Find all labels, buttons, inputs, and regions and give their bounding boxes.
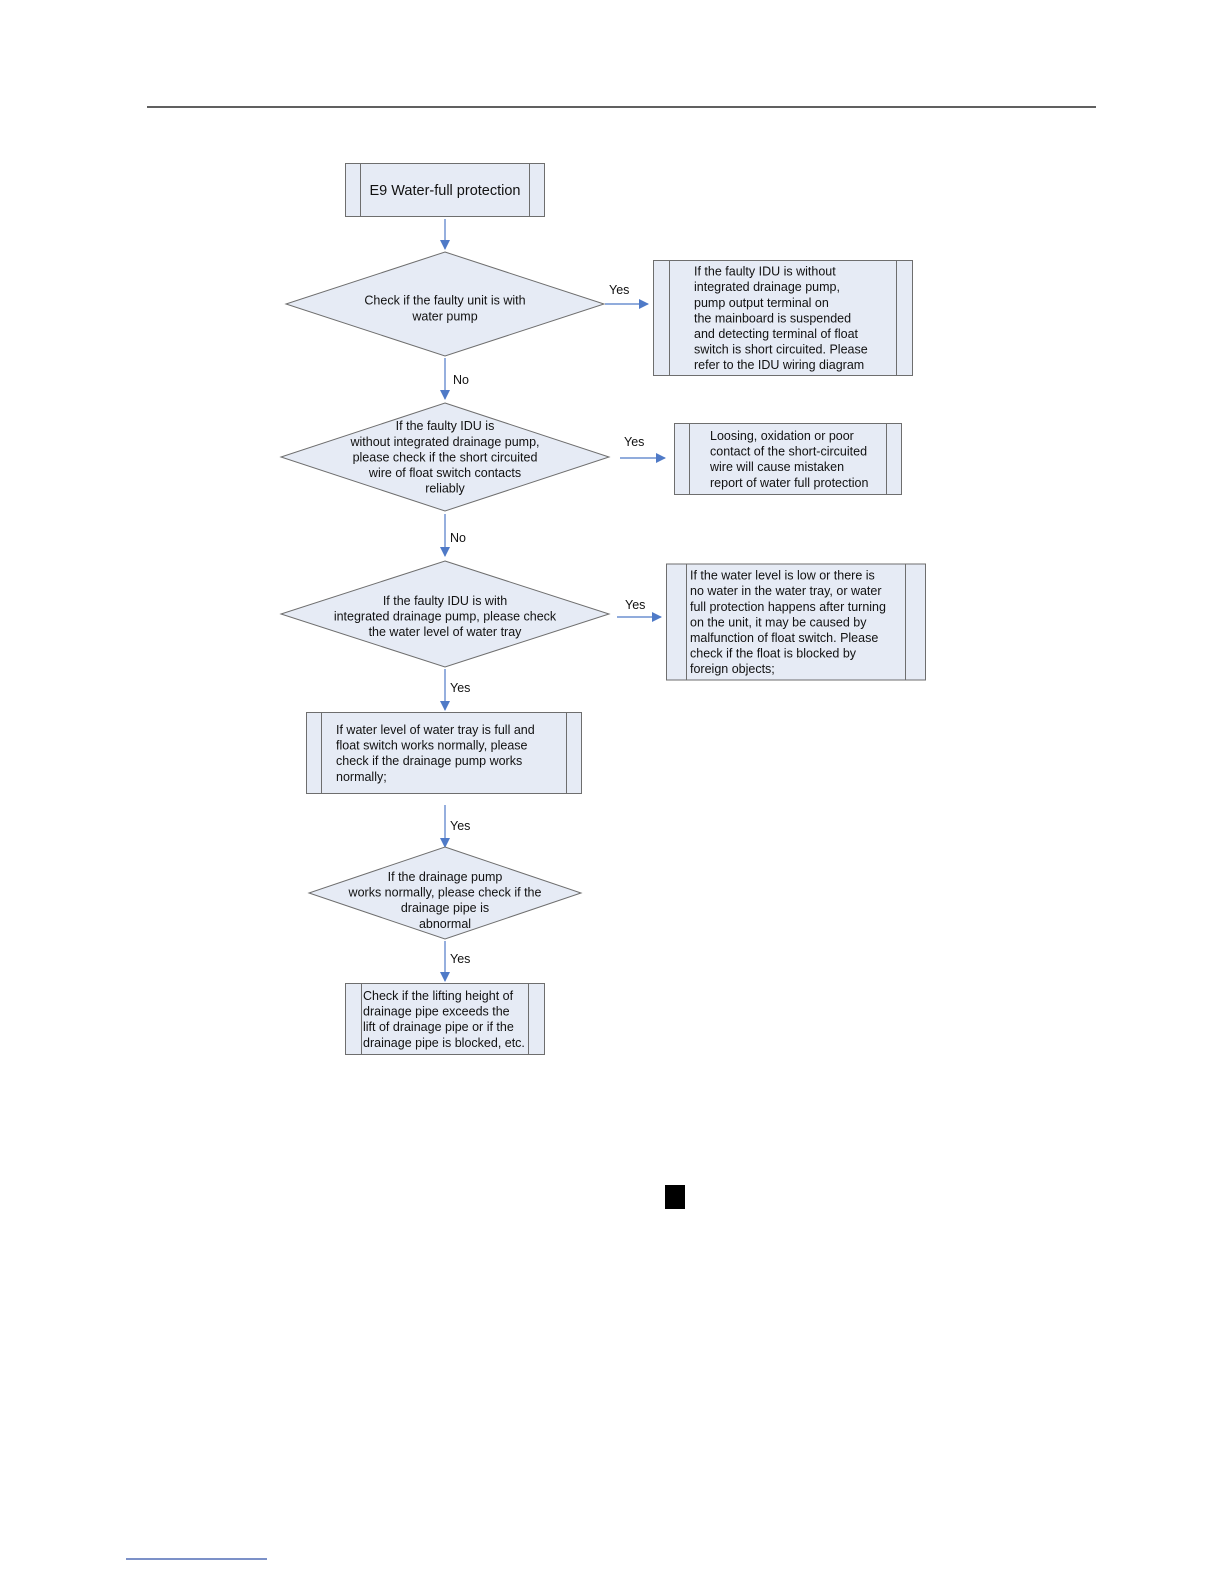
node-d1: Check if the faulty unit is with water pu… xyxy=(284,251,606,357)
node-text-line: pump output terminal on xyxy=(694,296,829,310)
node-text-line: wire will cause mistaken xyxy=(709,460,844,474)
process-box xyxy=(674,423,902,495)
node-d2: If the faulty IDU is without integrated d… xyxy=(279,402,611,512)
node-text-line: please check if the short circuited xyxy=(353,450,538,464)
node-text-line: report of water full protection xyxy=(710,476,868,490)
node-start: E9 Water-full protection xyxy=(345,163,545,217)
node-text: E9 Water-full protection xyxy=(370,183,521,199)
node-text-line: works normally, please check if the xyxy=(348,886,542,900)
decision-diamond xyxy=(284,251,606,357)
edge-p4-d5: Yes xyxy=(440,805,470,848)
node-text-line: E9 Water-full protection xyxy=(370,183,521,199)
node-text-line: full protection happens after turning xyxy=(690,600,886,614)
node-text-line: If the faulty IDU is with xyxy=(383,594,507,608)
node-text-line: water pump xyxy=(411,309,477,323)
process-box xyxy=(345,983,545,1055)
node-text-line: malfunction of float switch. Please xyxy=(690,631,878,645)
node-text-line: If the faulty IDU is xyxy=(396,419,495,433)
edge-label: Yes xyxy=(625,598,645,612)
edge-label: No xyxy=(453,373,469,387)
edge-d1-d2: No xyxy=(440,358,469,400)
node-text-line: If the faulty IDU is without xyxy=(694,265,836,279)
node-text-line: float switch works normally, please xyxy=(336,739,528,753)
node-text-line: the water level of water tray xyxy=(369,625,523,639)
node-text-line: switch is short circuited. Please xyxy=(694,343,868,357)
edge-label: Yes xyxy=(450,952,470,966)
node-text: If the faulty IDU is without integrated d… xyxy=(349,419,539,495)
node-text-line: contact of the short-circuited xyxy=(710,445,867,459)
node-text-line: Check if the lifting height of xyxy=(363,989,514,1003)
edge-d3-p4: Yes xyxy=(440,669,470,711)
node-text-line: drainage pipe is blocked, etc. xyxy=(363,1036,525,1050)
process-box xyxy=(306,712,582,794)
decision-diamond xyxy=(279,560,611,668)
node-text-line: Loosing, oxidation or poor xyxy=(710,429,854,443)
edge-d2-r2: Yes xyxy=(620,435,666,463)
node-text-line: reliably xyxy=(425,482,465,496)
node-text-line: integrated drainage pump, xyxy=(694,280,840,294)
node-r2: Loosing, oxidation or poor contact of the… xyxy=(674,423,902,495)
edge-d2-d3: No xyxy=(440,514,466,557)
node-text-line: drainage pipe is xyxy=(401,901,489,915)
node-text: If the drainage pump works normally, plea… xyxy=(348,870,542,931)
edge-d1-r1: Yes xyxy=(605,283,649,309)
node-p4: If water level of water tray is full and… xyxy=(306,712,582,794)
page-marker xyxy=(665,1185,685,1209)
edge-label: Yes xyxy=(624,435,644,449)
node-text-line: If the water level is low or there is xyxy=(690,569,875,583)
process-box xyxy=(666,563,926,681)
node-text-line: normally; xyxy=(336,770,387,784)
decision-diamond xyxy=(307,846,583,940)
node-text-line: without integrated drainage pump, xyxy=(349,435,539,449)
node-text-line: the mainboard is suspended xyxy=(694,311,851,325)
edge-label: No xyxy=(450,531,466,545)
node-text-line: Check if the faulty unit is with xyxy=(364,293,525,307)
node-text-line: no water in the water tray, or water xyxy=(690,584,882,598)
node-text-line: foreign objects; xyxy=(690,662,775,676)
node-text-line: If water level of water tray is full and xyxy=(336,723,535,737)
node-text-line: abnormal xyxy=(419,917,471,931)
node-text: Loosing, oxidation or poor contact of the… xyxy=(709,429,868,490)
node-text-line: check if the float is blocked by xyxy=(690,647,857,661)
node-d5: If the drainage pump works normally, plea… xyxy=(307,846,583,940)
edge-label: Yes xyxy=(450,681,470,695)
edge-d3-r3: Yes xyxy=(617,598,662,622)
node-text-line: integrated drainage pump, please check xyxy=(334,609,557,623)
node-text-line: drainage pipe exceeds the xyxy=(363,1005,510,1019)
node-text-line: If the drainage pump xyxy=(388,870,503,884)
edge-label: Yes xyxy=(450,819,470,833)
node-text: If water level of water tray is full and… xyxy=(336,723,535,784)
process-box xyxy=(345,163,545,217)
node-text-line: refer to the IDU wiring diagram xyxy=(694,358,864,372)
edge-label: Yes xyxy=(609,283,629,297)
node-text-line: lift of drainage pipe or if the xyxy=(363,1020,514,1034)
node-text-line: wire of float switch contacts xyxy=(368,466,521,480)
node-text-line: check if the drainage pump works xyxy=(336,754,522,768)
node-p6: Check if the lifting height of drainage p… xyxy=(345,983,545,1055)
decision-diamond xyxy=(279,402,611,512)
process-box xyxy=(653,260,913,376)
edge-d5-p6: Yes xyxy=(440,941,470,982)
node-text-line: on the unit, it may be caused by xyxy=(690,615,867,629)
node-text: Check if the faulty unit is with water pu… xyxy=(364,293,525,323)
node-text-line: and detecting terminal of float xyxy=(694,327,859,341)
node-text: Check if the lifting height of drainage p… xyxy=(363,989,525,1050)
